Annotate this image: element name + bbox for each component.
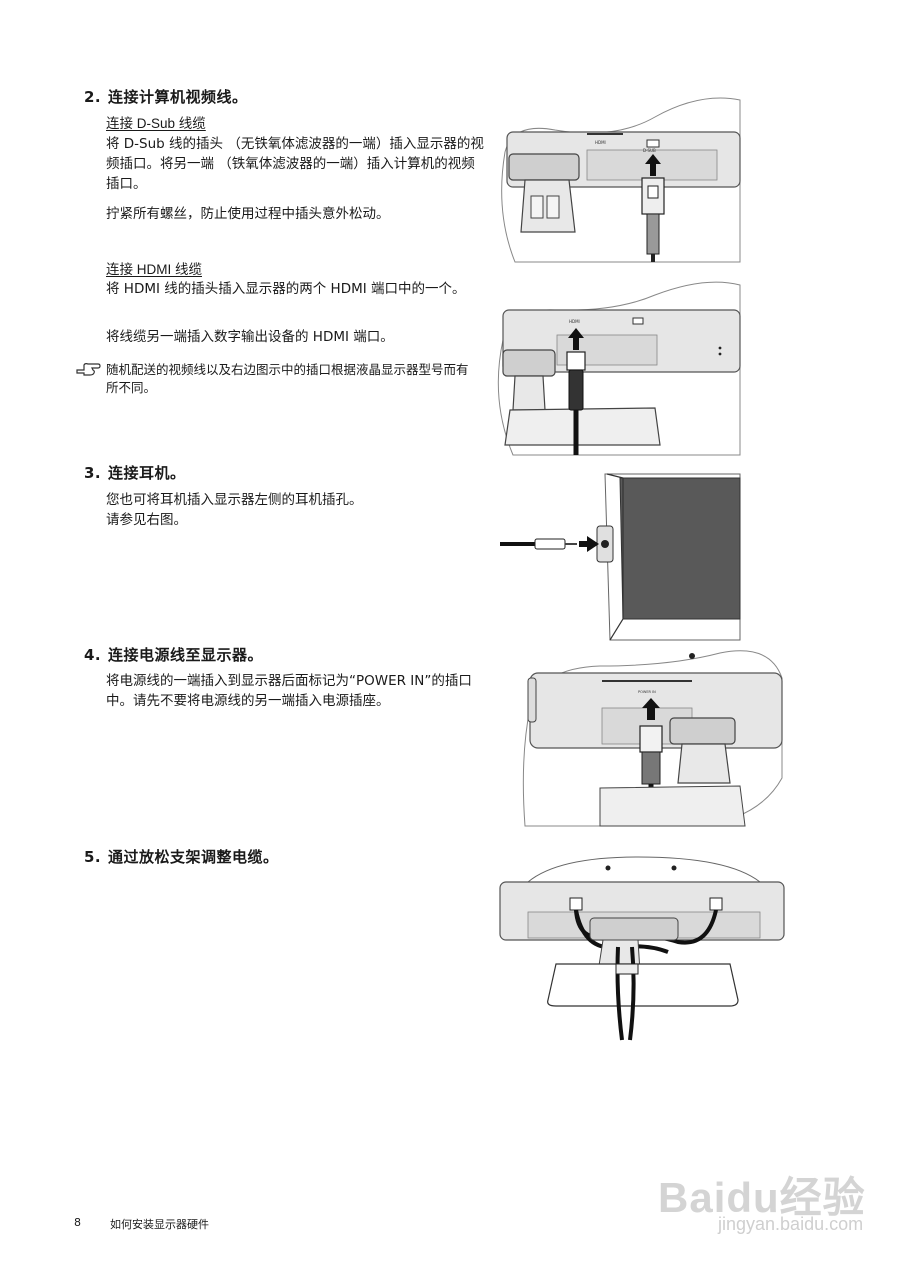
step-number: 4. bbox=[84, 646, 102, 664]
step-number: 3. bbox=[84, 464, 102, 482]
power-paragraph: 将电源线的一端插入到显示器后面标记为“POWER IN”的插口中。请先不要将电源… bbox=[106, 673, 472, 709]
step-2-title: 2. 连接计算机视频线。 bbox=[84, 86, 248, 107]
step-number: 2. bbox=[84, 88, 102, 106]
power-connection-figure: POWER IN bbox=[522, 650, 783, 827]
watermark-url: jingyan.baidu.com bbox=[718, 1214, 864, 1234]
hdmi-paragraph-2: 将线缆另一端插入数字输出设备的 HDMI 端口。 bbox=[106, 329, 394, 345]
footer-section-title: 如何安装显示器硬件 bbox=[110, 1218, 209, 1231]
watermark-logo: Baidu经验 bbox=[658, 1174, 866, 1221]
hdmi-heading: 连接 HDMI 线缆 bbox=[106, 262, 202, 277]
step-title-text: 连接耳机。 bbox=[108, 464, 186, 482]
step-title-text: 连接电源线至显示器。 bbox=[108, 646, 264, 664]
step-3-title: 3. 连接耳机。 bbox=[84, 462, 186, 483]
step-title-text: 连接计算机视频线。 bbox=[108, 88, 248, 106]
headphone-connection-figure bbox=[500, 473, 741, 641]
step-number: 5. bbox=[84, 848, 102, 866]
step-title-text: 通过放松支架调整电缆。 bbox=[108, 848, 279, 866]
dsub-paragraph-1: 将 D-Sub 线的插头 （无铁氧体滤波器的一端）插入显示器的视频插口。将另一端… bbox=[106, 136, 484, 192]
dsub-port-label: D-SUB bbox=[643, 148, 656, 153]
headphone-paragraph-2: 请参见右图。 bbox=[106, 512, 187, 528]
dsub-paragraph-2: 拧紧所有螺丝，防止使用过程中插头意外松动。 bbox=[106, 206, 390, 222]
svg-text:HDMI: HDMI bbox=[569, 319, 580, 324]
dsub-heading: 连接 D-Sub 线缆 bbox=[106, 116, 206, 131]
pointing-hand-icon bbox=[76, 363, 101, 376]
step-4-title: 4. 连接电源线至显示器。 bbox=[84, 644, 263, 665]
hdmi-connection-figure: HDMI bbox=[497, 281, 741, 456]
page-number: 8 bbox=[74, 1216, 81, 1229]
headphone-paragraph-1: 您也可将耳机插入显示器左侧的耳机插孔。 bbox=[106, 492, 363, 508]
step-5-title: 5. 通过放松支架调整电缆。 bbox=[84, 846, 279, 867]
dsub-connection-figure: HDMI D-SUB bbox=[501, 97, 741, 263]
hdmi-port-label: HDMI bbox=[595, 140, 606, 145]
power-port-label: POWER IN bbox=[638, 690, 656, 694]
note-text: 随机配送的视频线以及右边图示中的插口根据液晶显示器型号而有所不同。 bbox=[106, 362, 469, 395]
cable-management-figure bbox=[499, 856, 785, 1041]
hdmi-paragraph-1: 将 HDMI 线的插头插入显示器的两个 HDMI 端口中的一个。 bbox=[106, 281, 466, 297]
